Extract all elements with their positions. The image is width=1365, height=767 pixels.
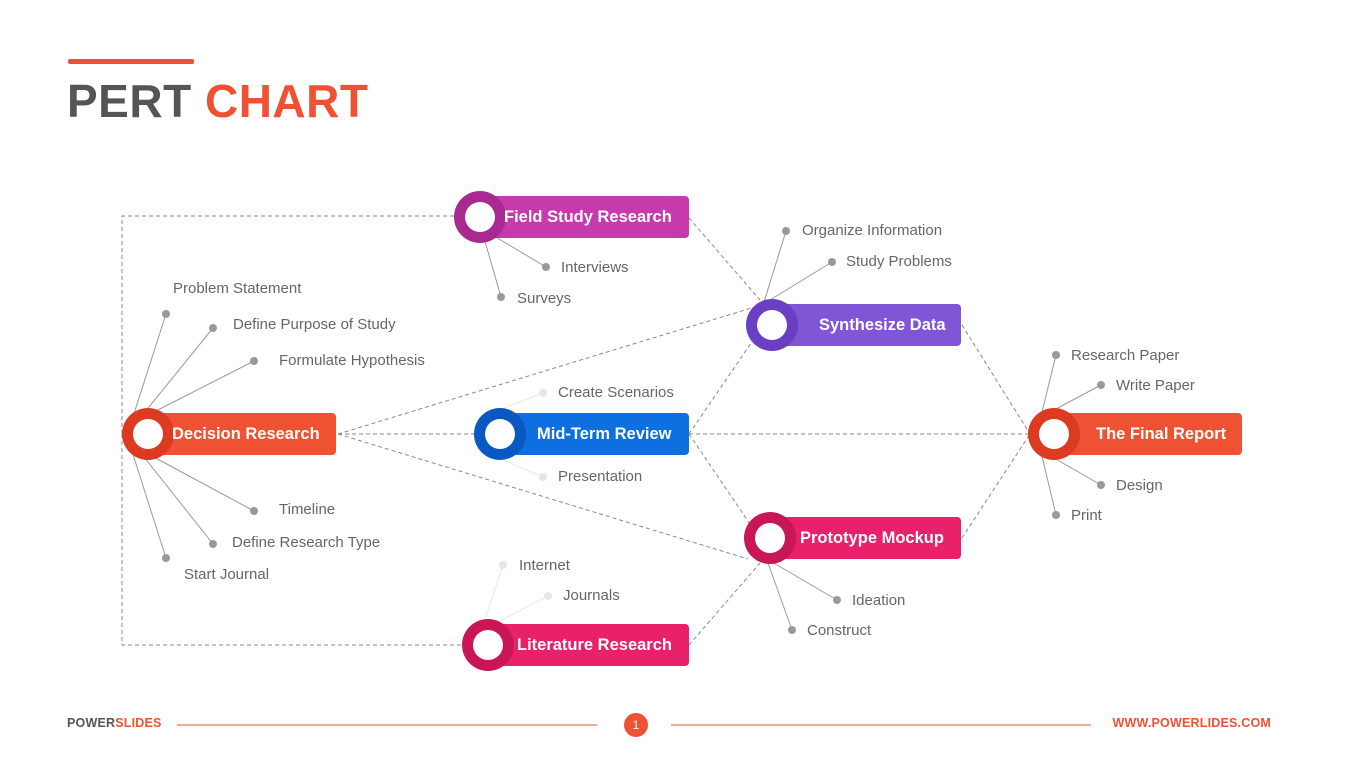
node-ring-icon bbox=[474, 408, 526, 460]
subitem-define-research-type: Define Research Type bbox=[232, 534, 381, 551]
subitem-presentation: Presentation bbox=[558, 468, 643, 485]
node-label: Field Study Research bbox=[504, 208, 672, 226]
connector-decision-field bbox=[121, 215, 455, 434]
bullet-dot bbox=[833, 596, 841, 604]
subitem-define-purpose: Define Purpose of Study bbox=[233, 316, 396, 333]
node-ring-icon bbox=[746, 299, 798, 351]
node-label: Mid-Term Review bbox=[537, 425, 672, 443]
node-label: Decision Research bbox=[172, 425, 320, 443]
node-the-final-report[interactable]: The Final Report bbox=[1028, 408, 1242, 460]
node-prototype-mockup[interactable]: Prototype Mockup bbox=[744, 512, 961, 564]
subitem-problem-statement: Problem Statement bbox=[173, 280, 302, 297]
page-title: PERT CHART bbox=[67, 74, 368, 128]
node-synthesize-data[interactable]: Synthesize Data bbox=[746, 299, 961, 351]
footer-brand-part1: POWER bbox=[67, 716, 116, 730]
connector-field-synthesize bbox=[688, 217, 761, 301]
connector-decision-literature bbox=[121, 434, 465, 646]
node-label: The Final Report bbox=[1096, 425, 1227, 443]
bullet-dot bbox=[497, 293, 505, 301]
bullet-dot-faded bbox=[539, 389, 547, 397]
node-ring-icon bbox=[454, 191, 506, 243]
subitem-start-journal: Start Journal bbox=[184, 566, 270, 583]
subitem-print: Print bbox=[1071, 507, 1102, 524]
title-accent-bar bbox=[68, 59, 194, 64]
bullet-dot bbox=[1052, 511, 1060, 519]
bullet-dot bbox=[1097, 481, 1105, 489]
bullet-dot bbox=[162, 554, 170, 562]
bullet-dot bbox=[782, 227, 790, 235]
node-decision-research[interactable]: Decision Research bbox=[122, 408, 336, 460]
bullet-dot bbox=[162, 310, 170, 318]
subitem-write-paper: Write Paper bbox=[1116, 377, 1195, 394]
node-mid-term-review[interactable]: Mid-Term Review bbox=[474, 408, 689, 460]
connector-midterm-prototype bbox=[688, 433, 755, 531]
page-number-badge: 1 bbox=[624, 713, 648, 737]
connector-literature-prototype bbox=[688, 562, 761, 646]
node-literature-research[interactable]: Literature Research bbox=[462, 619, 689, 671]
subitem-interviews: Interviews bbox=[561, 259, 629, 276]
connector-synthesize-final bbox=[961, 324, 1031, 435]
bullet-dot bbox=[209, 540, 217, 548]
subitem-ideation: Ideation bbox=[852, 592, 906, 609]
bullet-dot bbox=[1097, 381, 1105, 389]
bullet-dot bbox=[209, 324, 217, 332]
subitem-surveys: Surveys bbox=[517, 290, 572, 307]
subitem-formulate-hypothesis: Formulate Hypothesis bbox=[279, 352, 425, 369]
subitem-create-scenarios: Create Scenarios bbox=[558, 384, 674, 401]
connector-decision-synthesize bbox=[337, 305, 759, 435]
subitem-study-problems: Study Problems bbox=[846, 253, 952, 270]
subitem-journals: Journals bbox=[563, 587, 620, 604]
connector-prototype-final bbox=[961, 433, 1031, 539]
node-label: Prototype Mockup bbox=[800, 529, 944, 547]
node-ring-icon bbox=[1028, 408, 1080, 460]
bullet-dot-faded bbox=[544, 592, 552, 600]
node-ring-icon bbox=[122, 408, 174, 460]
bullet-dot bbox=[250, 507, 258, 515]
bullet-dot-faded bbox=[499, 561, 507, 569]
bullet-dot bbox=[1052, 351, 1060, 359]
bullet-dot bbox=[250, 357, 258, 365]
node-ring-icon bbox=[462, 619, 514, 671]
node-field-study-research[interactable]: Field Study Research bbox=[454, 191, 689, 243]
connector-decision-prototype bbox=[337, 433, 749, 560]
title-word-1: PERT bbox=[67, 75, 192, 127]
subitem-research-paper: Research Paper bbox=[1071, 347, 1180, 364]
subitem-internet: Internet bbox=[519, 557, 570, 574]
subitem-construct: Construct bbox=[807, 622, 872, 639]
node-label: Synthesize Data bbox=[819, 316, 946, 334]
bullet-dot bbox=[542, 263, 550, 271]
title-word-2: CHART bbox=[204, 75, 369, 127]
connector-midterm-synthesize bbox=[688, 329, 761, 435]
node-label: Literature Research bbox=[517, 636, 672, 654]
node-ring-icon bbox=[744, 512, 796, 564]
bullet-dot-faded bbox=[539, 473, 547, 481]
bullet-dot bbox=[828, 258, 836, 266]
footer-brand-part2: SLIDES bbox=[115, 716, 162, 730]
footer-url[interactable]: WWW.POWERLIDES.COM bbox=[1112, 716, 1271, 730]
subitem-timeline: Timeline bbox=[279, 501, 336, 518]
subitem-design: Design bbox=[1116, 477, 1163, 494]
footer-brand: POWERSLIDES bbox=[67, 716, 162, 730]
subitem-organize-information: Organize Information bbox=[802, 222, 943, 239]
bullet-dot bbox=[788, 626, 796, 634]
